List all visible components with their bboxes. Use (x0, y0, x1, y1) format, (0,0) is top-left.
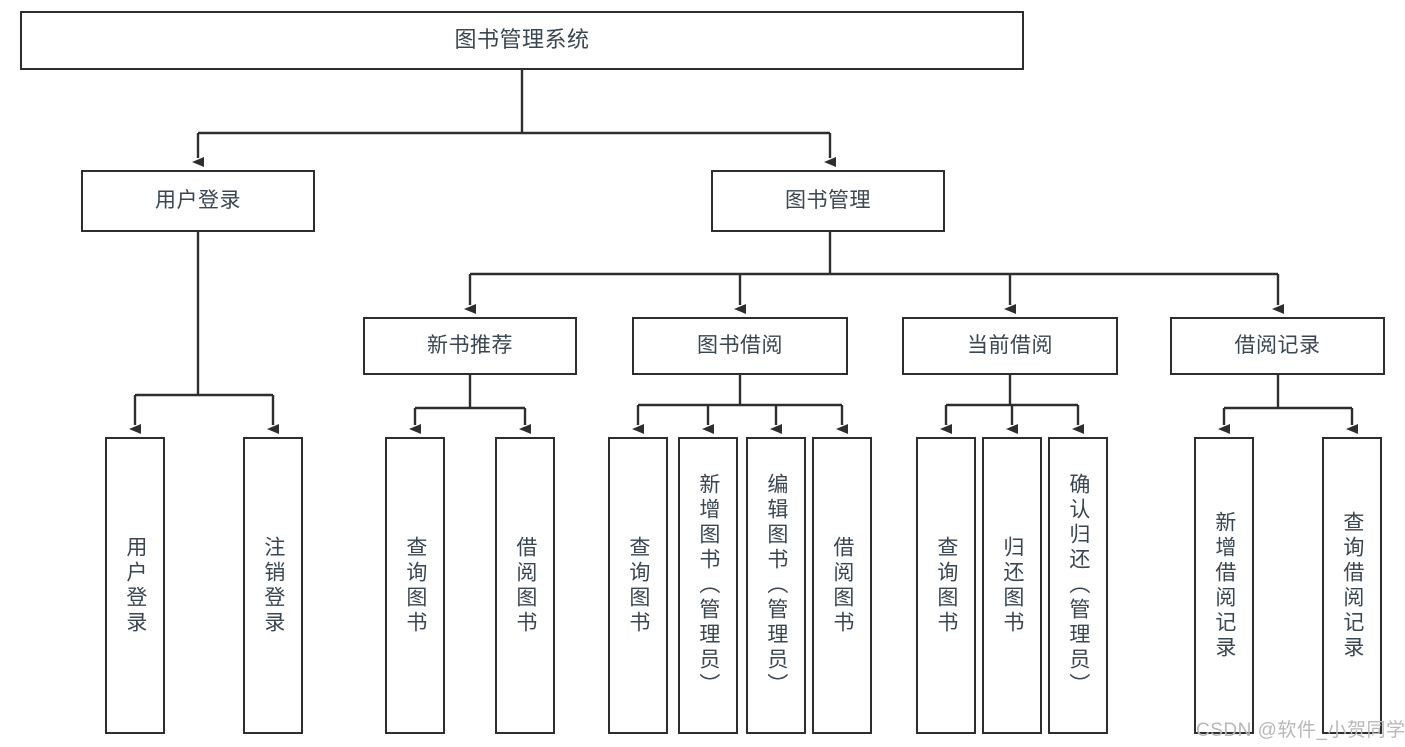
leaf-borrow-add-book-label: 新增图书（管理员） (696, 473, 720, 698)
node-user-login[interactable]: 用户登录 (81, 170, 315, 232)
node-new-book-recommend[interactable]: 新书推荐 (363, 317, 577, 375)
node-borrow-record[interactable]: 借阅记录 (1170, 317, 1385, 375)
node-current-borrow[interactable]: 当前借阅 (902, 317, 1118, 375)
csdn-watermark: CSDN @软件_小贺同学 (1196, 720, 1405, 741)
node-book-management[interactable]: 图书管理 (711, 170, 945, 232)
leaf-recommend-query-book[interactable]: 查询图书 (385, 437, 445, 734)
leaf-borrow-borrow-book-label: 借阅图书 (830, 535, 854, 636)
leaf-record-query-record-label: 查询借阅记录 (1340, 510, 1364, 661)
leaf-user-login-signout[interactable]: 注销登录 (243, 437, 303, 734)
leaf-recommend-query-book-label: 查询图书 (403, 535, 427, 636)
node-book-management-label: 图书管理 (785, 189, 871, 213)
leaf-borrow-edit-book-label: 编辑图书（管理员） (764, 473, 788, 698)
node-root-system[interactable]: 图书管理系统 (20, 11, 1024, 70)
leaf-current-confirm-return-label: 确认归还（管理员） (1066, 473, 1090, 698)
leaf-borrow-query-book-label: 查询图书 (626, 535, 650, 636)
leaf-record-add-record[interactable]: 新增借阅记录 (1194, 437, 1254, 734)
node-borrow-record-label: 借阅记录 (1234, 334, 1321, 358)
leaf-user-login-signout-label: 注销登录 (261, 535, 285, 636)
leaf-current-query-book-label: 查询图书 (934, 535, 958, 636)
leaf-borrow-query-book[interactable]: 查询图书 (608, 437, 668, 734)
leaf-current-return-book[interactable]: 归还图书 (982, 437, 1042, 734)
leaf-user-login-signin-label: 用户登录 (123, 535, 147, 636)
node-current-borrow-label: 当前借阅 (967, 334, 1053, 358)
leaf-recommend-borrow-book[interactable]: 借阅图书 (495, 437, 555, 734)
node-root-system-label: 图书管理系统 (454, 27, 590, 53)
node-user-login-label: 用户登录 (155, 189, 241, 213)
leaf-current-confirm-return[interactable]: 确认归还（管理员） (1048, 437, 1108, 734)
leaf-current-return-book-label: 归还图书 (1000, 535, 1024, 636)
node-book-borrow-label: 图书借阅 (697, 334, 783, 358)
leaf-user-login-signin[interactable]: 用户登录 (105, 437, 165, 734)
leaf-current-query-book[interactable]: 查询图书 (916, 437, 976, 734)
leaf-borrow-edit-book[interactable]: 编辑图书（管理员） (746, 437, 806, 734)
leaf-record-query-record[interactable]: 查询借阅记录 (1322, 437, 1382, 734)
node-new-book-recommend-label: 新书推荐 (427, 334, 513, 358)
leaf-record-add-record-label: 新增借阅记录 (1212, 510, 1236, 661)
node-book-borrow[interactable]: 图书借阅 (632, 317, 848, 375)
leaf-borrow-add-book[interactable]: 新增图书（管理员） (678, 437, 738, 734)
leaf-borrow-borrow-book[interactable]: 借阅图书 (812, 437, 872, 734)
leaf-recommend-borrow-book-label: 借阅图书 (513, 535, 537, 636)
